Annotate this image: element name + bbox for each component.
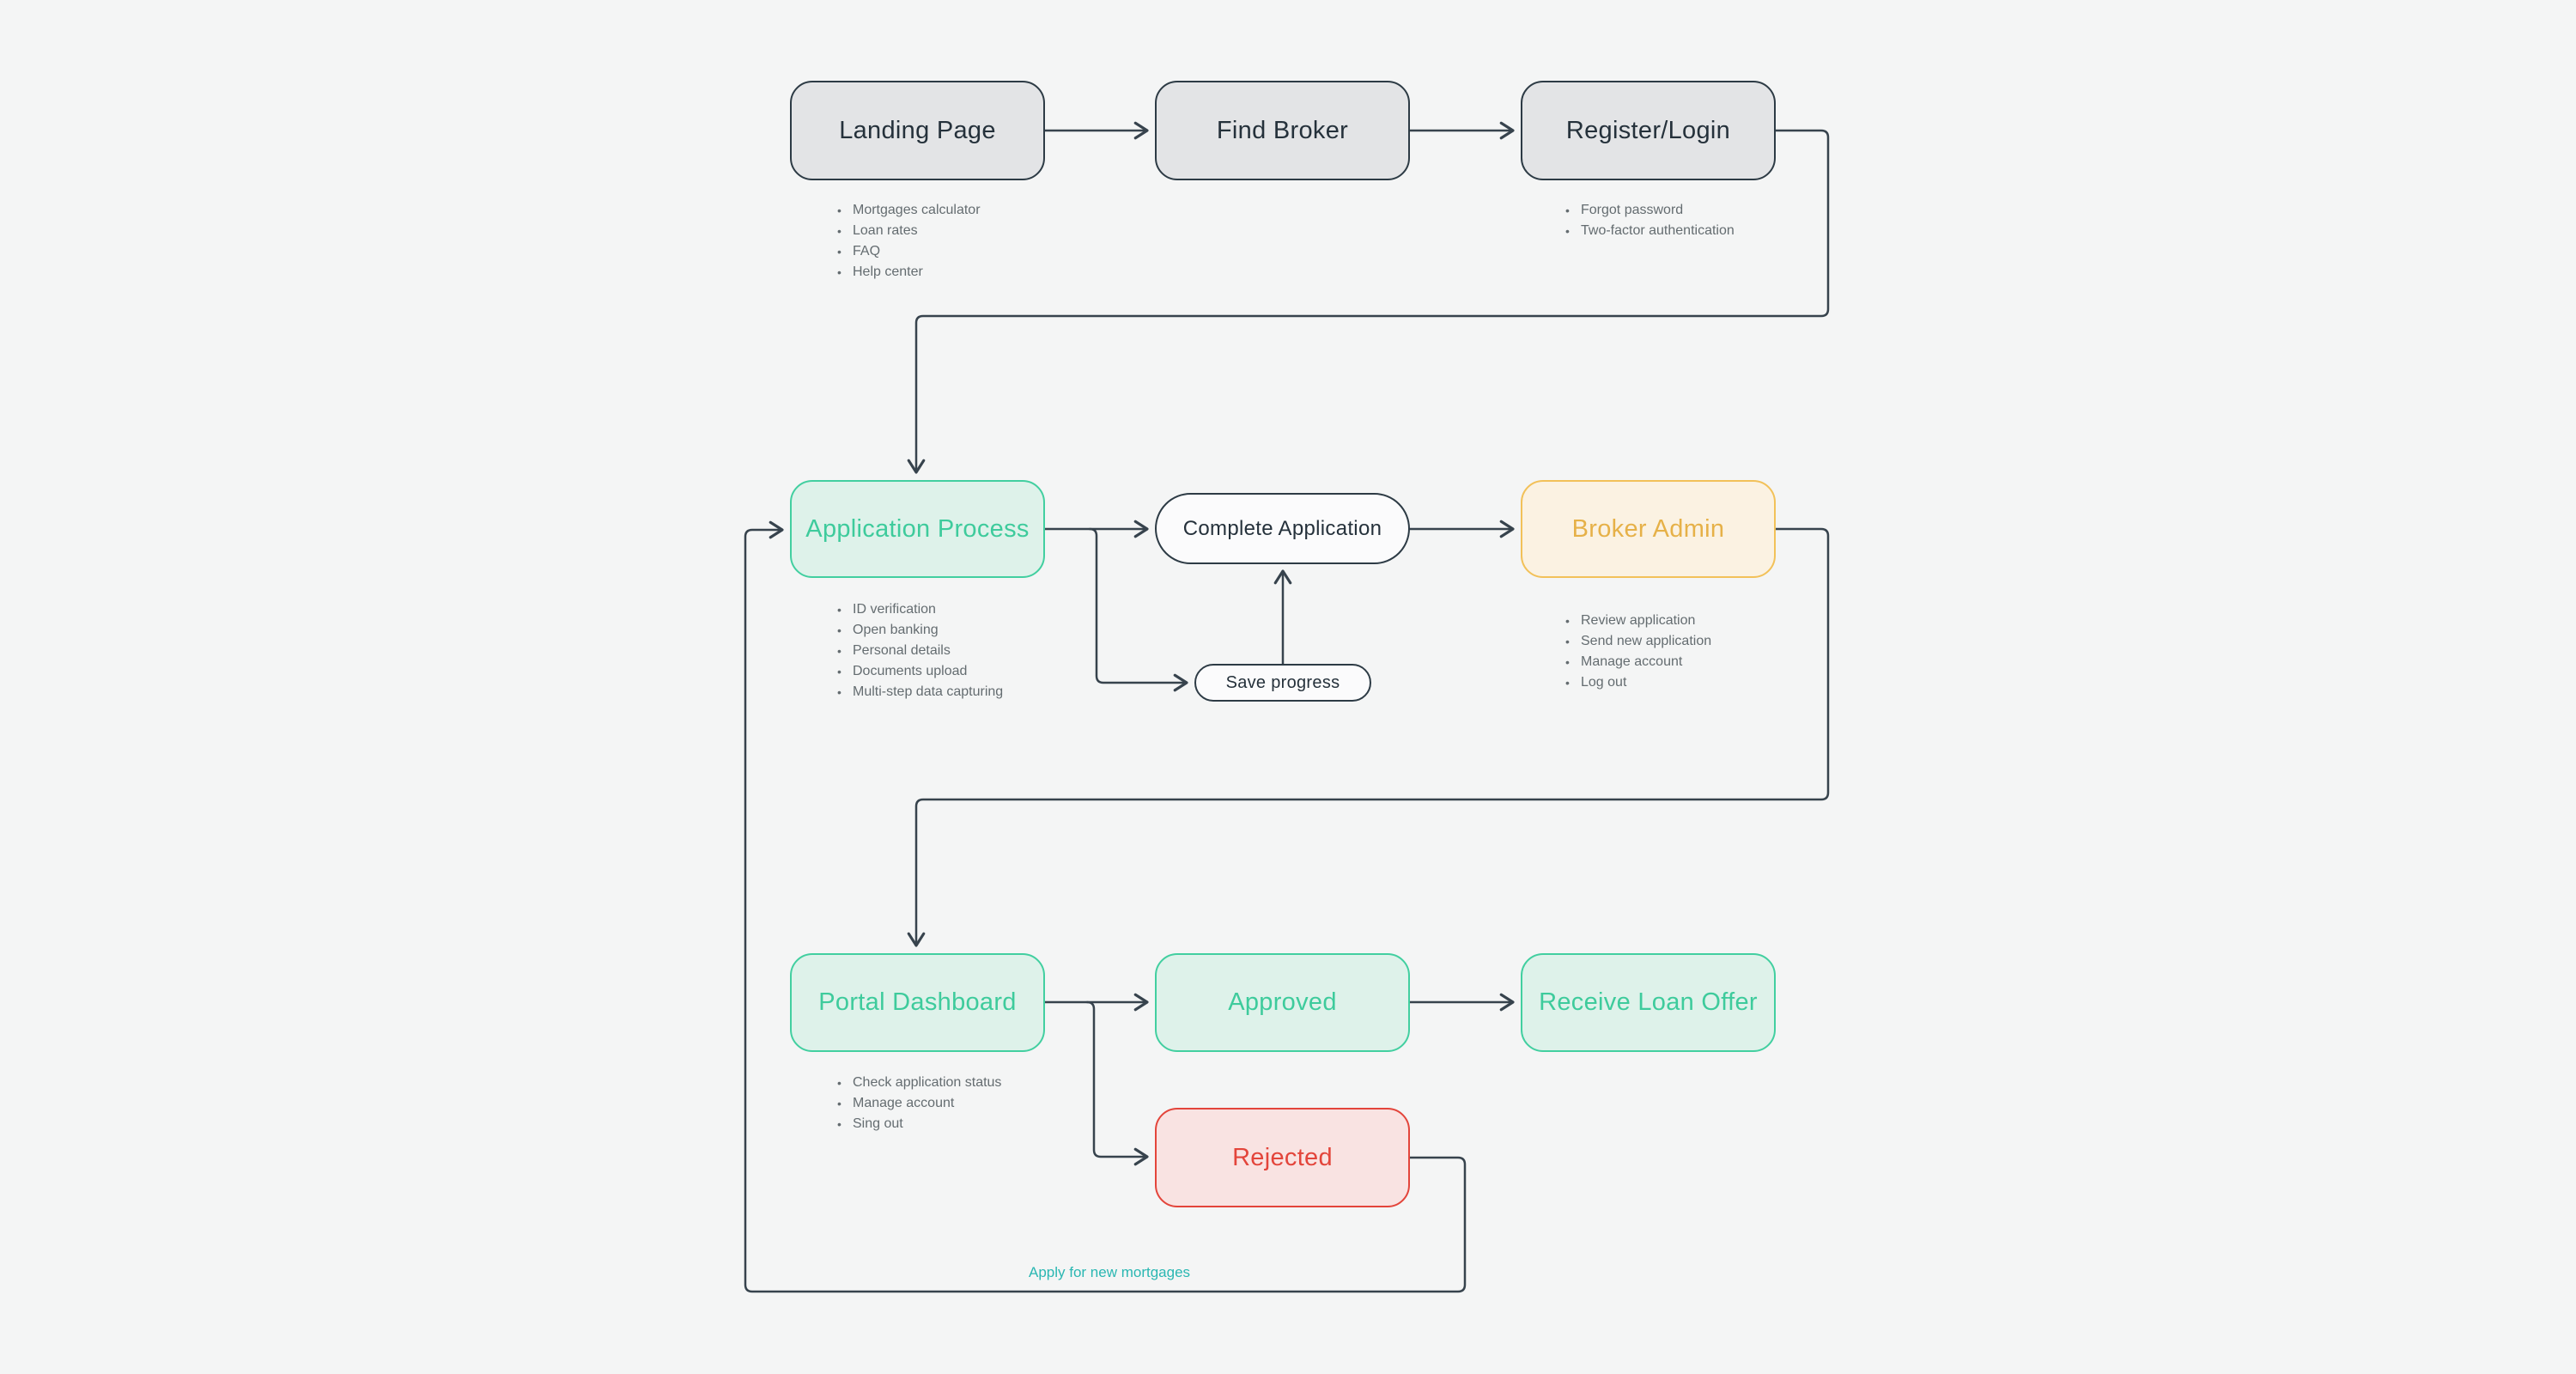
notes-portal-dashboard: •Check application status •Manage accoun…	[837, 1073, 1001, 1134]
note-item: •Mortgages calculator	[837, 203, 981, 217]
note-item: •Help center	[837, 264, 923, 279]
node-register-login[interactable]: Register/Login	[1521, 81, 1776, 180]
node-application-process-label: Application Process	[805, 514, 1030, 543]
edge-label-apply-new-mortgages: Apply for new mortgages	[1029, 1264, 1191, 1280]
notes-broker-admin: •Review application •Send new applicatio…	[1565, 611, 1711, 693]
node-complete-application[interactable]: Complete Application	[1155, 493, 1410, 564]
bullet-dot-icon: •	[837, 665, 841, 678]
bullet-dot-icon: •	[1565, 614, 1570, 628]
node-portal-dashboard-label: Portal Dashboard	[818, 988, 1017, 1016]
note-item: •Personal details	[837, 643, 951, 658]
bullet-dot-icon: •	[837, 1097, 841, 1110]
bullet-dot-icon: •	[837, 603, 841, 617]
note-item: •Sing out	[837, 1116, 903, 1131]
node-rejected-label: Rejected	[1232, 1143, 1333, 1171]
notes-register-login: •Forgot password •Two-factor authenticat…	[1565, 200, 1735, 241]
note-item: •Check application status	[837, 1075, 1002, 1090]
bullet-dot-icon: •	[837, 204, 841, 217]
note-item: •Forgot password	[1565, 203, 1684, 217]
bullet-dot-icon: •	[1565, 224, 1570, 238]
bullet-dot-icon: •	[837, 644, 841, 658]
node-register-login-label: Register/Login	[1565, 116, 1731, 144]
node-receive-loan-offer[interactable]: Receive Loan Offer	[1521, 953, 1776, 1052]
note-item: •Send new application	[1565, 634, 1712, 648]
bullet-dot-icon: •	[1565, 655, 1570, 669]
bullet-dot-icon: •	[1565, 204, 1570, 217]
note-item: •ID verification	[837, 602, 936, 617]
node-broker-admin-label: Broker Admin	[1571, 514, 1725, 543]
node-landing-page-label: Landing Page	[839, 116, 996, 144]
node-complete-application-label: Complete Application	[1182, 516, 1382, 540]
note-item: •FAQ	[837, 244, 881, 258]
note-item: •Open banking	[837, 623, 939, 637]
note-item: •Two-factor authentication	[1565, 223, 1735, 238]
node-save-progress-label: Save progress	[1225, 672, 1340, 692]
node-landing-page[interactable]: Landing Page	[790, 81, 1045, 180]
bullet-dot-icon: •	[837, 245, 841, 258]
bullet-dot-icon: •	[837, 685, 841, 699]
edge-portal-branch-to-rejected	[1085, 1000, 1149, 1166]
note-item: •Review application	[1565, 613, 1696, 628]
edge-register-to-application	[907, 129, 1830, 474]
edge-brokeradmin-to-portal	[907, 527, 1830, 947]
bullet-dot-icon: •	[837, 1076, 841, 1090]
node-save-progress[interactable]: Save progress	[1194, 664, 1371, 702]
note-item: •Documents upload	[837, 664, 968, 678]
node-find-broker[interactable]: Find Broker	[1155, 81, 1410, 180]
bullet-dot-icon: •	[1565, 635, 1570, 648]
bullet-dot-icon: •	[1565, 676, 1570, 690]
note-item: •Manage account	[837, 1096, 955, 1110]
node-find-broker-label: Find Broker	[1216, 116, 1349, 144]
notes-landing-page: •Mortgages calculator •Loan rates •FAQ •…	[837, 200, 981, 283]
node-portal-dashboard[interactable]: Portal Dashboard	[790, 953, 1045, 1052]
note-item: •Multi-step data capturing	[837, 684, 1004, 699]
note-item: •Manage account	[1565, 654, 1683, 669]
bullet-dot-icon: •	[837, 265, 841, 279]
bullet-dot-icon: •	[837, 623, 841, 637]
note-item: •Loan rates	[837, 223, 918, 238]
node-rejected[interactable]: Rejected	[1155, 1108, 1410, 1207]
notes-application-process: •ID verification •Open banking •Personal…	[837, 599, 1003, 702]
edge-rejected-loop-to-application	[744, 520, 1467, 1293]
edge-application-branch-to-save	[1088, 527, 1188, 692]
bullet-dot-icon: •	[837, 1117, 841, 1131]
note-item: •Log out	[1565, 675, 1627, 690]
node-approved[interactable]: Approved	[1155, 953, 1410, 1052]
node-broker-admin[interactable]: Broker Admin	[1521, 480, 1776, 578]
bullet-dot-icon: •	[837, 224, 841, 238]
node-approved-label: Approved	[1228, 988, 1337, 1016]
node-receive-loan-offer-label: Receive Loan Offer	[1539, 988, 1758, 1016]
node-application-process[interactable]: Application Process	[790, 480, 1045, 578]
